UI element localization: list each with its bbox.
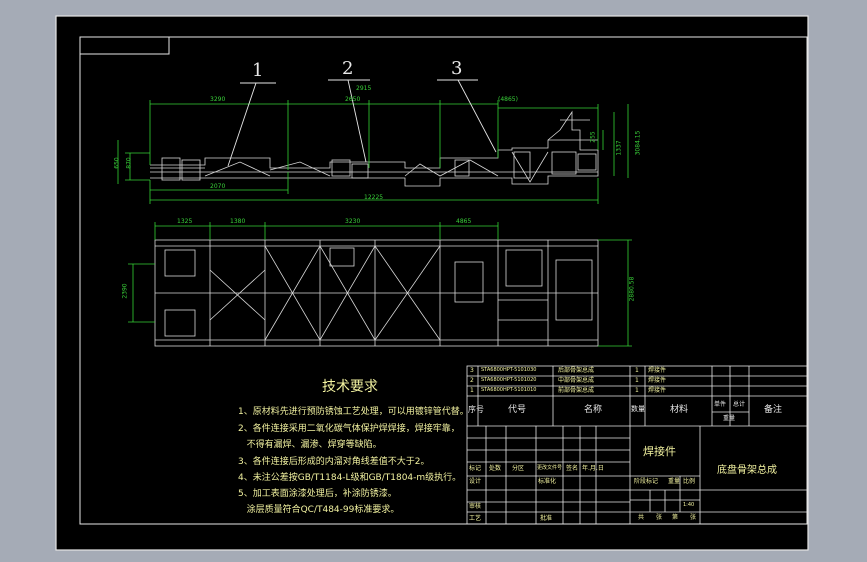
tech-line-4: 3、各件连接后形成的内溜对角线差值不大于2。 [238, 457, 430, 467]
sheet-no-label: 第 [672, 514, 679, 521]
plan-dimension-lines [128, 222, 632, 347]
bom-header-name: 名称 [584, 405, 603, 415]
bom-header-unit-weight: 单件 [714, 401, 727, 408]
bom-row-no: 1 [470, 387, 474, 394]
bom-header-code: 代号 [508, 405, 527, 415]
tech-line-1: 1、原材料先进行预防锈蚀工艺处理，可以用镀锌管代替。 [238, 407, 469, 417]
scale-value: 1:40 [683, 502, 695, 508]
bom-header-no: 序号 [468, 405, 484, 414]
rev-label-count: 处数 [489, 465, 502, 472]
sheet-suffix-label: 张 [690, 514, 697, 521]
dim-650: 650 [113, 157, 121, 169]
scale-label: 比例 [683, 478, 696, 485]
dim-2650: 2650 [345, 96, 361, 103]
drawing-name: 底盘骨架总成 [717, 465, 777, 476]
bom-row-name: 中部骨架总成 [558, 377, 595, 384]
sheet-label: 张 [656, 514, 663, 521]
rev-label-doc: 更改文件号 [537, 465, 563, 471]
dim-4865-side: (4865) [498, 96, 518, 103]
tech-line-3: 不得有漏焊、漏渗、焊穿等缺陷。 [238, 440, 382, 450]
bom-header-material: 材料 [670, 405, 689, 415]
tech-requirements-title: 技术要求 [322, 379, 378, 395]
dim-255: 255 [589, 131, 597, 143]
bom-row-qty: 1 [635, 367, 639, 374]
bom-row-material: 焊接件 [648, 377, 667, 384]
dim-2390: 2390 [121, 283, 129, 299]
bom-row-code: STA6800HPT-5101010 [481, 387, 537, 393]
dim-2915: 2915 [356, 85, 372, 92]
tech-line-5: 4、未注公差按GB/T1184-L级和GB/T1804-m级执行。 [238, 473, 462, 483]
approve-label: 批准 [540, 515, 553, 522]
balloon-1: 1 [252, 60, 264, 81]
bom-header-weight: 重量 [723, 415, 736, 422]
process-label: 工艺 [469, 515, 482, 522]
bom-row-material: 焊接件 [648, 387, 667, 394]
dim-870: 870 [125, 157, 133, 169]
dim-1380: 1380 [230, 218, 246, 225]
bom-row-code: STA6800HPT-5101030 [481, 367, 537, 373]
balloon-leaders [227, 79, 497, 167]
side-dimension-lines [117, 100, 629, 204]
bom-row-material: 焊接件 [648, 367, 667, 374]
review-label: 审核 [469, 503, 482, 510]
tech-line-7: 涂层质量符合QC/T484-99标准要求。 [238, 505, 400, 515]
dim-4865-plan: 4865 [456, 218, 472, 225]
rev-label-date: 年.月.日 [582, 465, 604, 472]
dim-2880: 2880.58 [628, 276, 636, 302]
tech-line-2: 2、各件连接采用二氧化碳气体保护焊焊接，焊接牢靠， [238, 424, 460, 434]
standardization-label: 标准化 [538, 478, 557, 485]
balloon-3: 3 [451, 58, 463, 79]
plan-frame-structure [154, 239, 599, 347]
bom-row-name: 后部骨架总成 [558, 367, 595, 374]
rev-label-mark: 标记 [469, 465, 482, 472]
dim-1325: 1325 [177, 218, 193, 225]
bom-row-qty: 1 [635, 387, 639, 394]
material-label: 焊接件 [643, 445, 676, 458]
side-frame-structure [150, 110, 599, 187]
weight-label: 重量 [668, 478, 681, 485]
bom-row-no: 2 [470, 377, 474, 384]
rev-label-sign: 签名 [566, 465, 579, 472]
sheet-total-label: 共 [638, 514, 645, 521]
dim-12225: 12225 [364, 194, 384, 201]
bom-row-no: 3 [470, 367, 474, 374]
bom-row-code: STA6800HPT-5101020 [481, 377, 537, 383]
bom-header-total-weight: 总计 [733, 401, 746, 408]
balloon-2: 2 [342, 58, 354, 79]
tech-line-6: 5、加工表面涂漆处理后，补涂防锈漆。 [238, 489, 397, 499]
dim-3290: 3290 [210, 96, 226, 103]
stage-mark-label: 阶段标记 [634, 478, 659, 485]
bom-header-remark: 备注 [764, 405, 783, 415]
bom-row-name: 前部骨架总成 [558, 387, 595, 394]
dim-1337: 1337 [615, 140, 623, 156]
rev-label-zone: 分区 [512, 465, 525, 472]
bom-row-qty: 1 [635, 377, 639, 384]
dim-2070: 2070 [210, 183, 226, 190]
bom-header-qty: 数量 [631, 405, 645, 413]
designer-label: 设计 [469, 478, 482, 485]
dim-3230: 3230 [345, 218, 361, 225]
dim-3084: 3084.15 [634, 130, 642, 156]
